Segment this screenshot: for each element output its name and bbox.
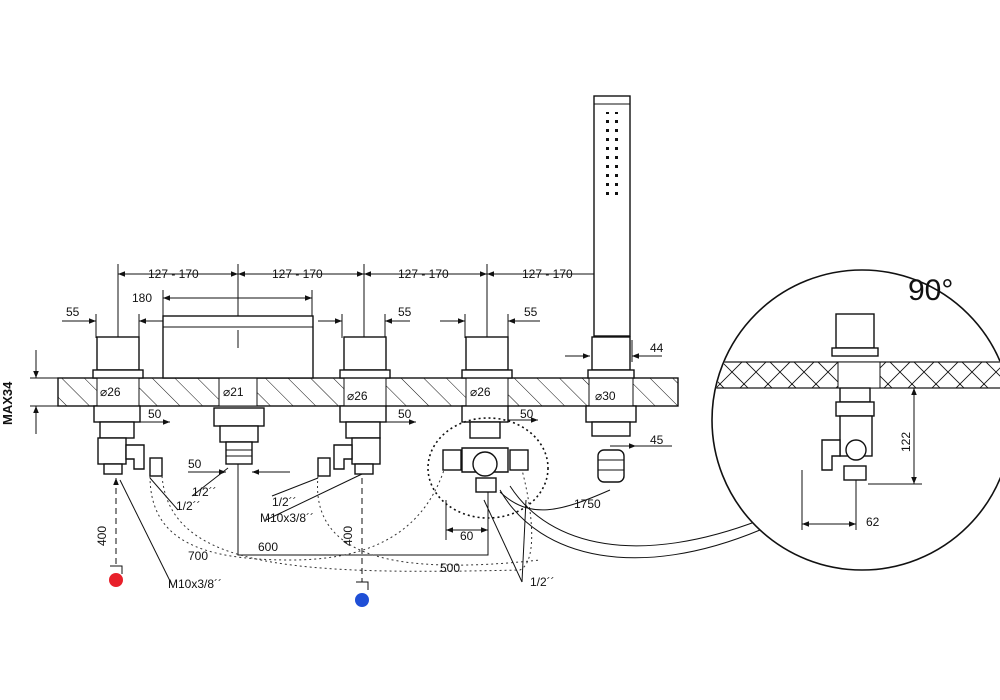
dim-50-d: 50 <box>188 457 202 471</box>
width-55-left: 55 <box>66 305 80 319</box>
thread-callouts: 1/2´´ 1/2´´ 1/2´´ M10x3/8´´ M10x3/8´´ 1/… <box>119 467 555 591</box>
diameter-26-right: ⌀26 <box>470 385 491 399</box>
dim-50-b: 50 <box>398 407 412 421</box>
dim-700: 700 <box>188 549 208 563</box>
rotation-angle-label: 90° <box>908 274 953 307</box>
detail-dim-122: 122 <box>899 432 913 452</box>
dim-600: 600 <box>258 540 278 554</box>
thread-half-d: 1/2´´ <box>530 575 555 589</box>
detail-dim-62: 62 <box>866 515 880 529</box>
under-deck-valves <box>93 405 637 493</box>
cold-water-dot <box>355 593 369 607</box>
diameter-30: ⌀30 <box>595 389 616 403</box>
width-55-right: 55 <box>524 305 538 319</box>
diameter-26-left: ⌀26 <box>100 385 121 399</box>
thread-half-b: 1/2´´ <box>176 499 201 513</box>
deck-surface <box>57 377 679 407</box>
hand-shower <box>593 95 631 337</box>
dim-50-a: 50 <box>148 407 162 421</box>
leg-400-right: 400 <box>341 526 355 546</box>
leg-400-left: 400 <box>95 526 109 546</box>
dim-60: 60 <box>460 529 474 543</box>
spacing-label-4: 127 - 170 <box>522 267 573 281</box>
under-deck-dimensions: 50 50 50 50 45 60 <box>140 407 672 543</box>
dim-500: 500 <box>440 561 460 575</box>
piping: 600 700 500 1750 <box>149 464 761 575</box>
width-180-label: 180 <box>132 291 152 305</box>
spacing-label-2: 127 - 170 <box>272 267 323 281</box>
tap-handles <box>92 315 635 379</box>
hot-water-dot <box>109 573 123 587</box>
thread-half-c: 1/2´´ <box>272 495 297 509</box>
supply-legs: 400 400 <box>95 478 369 607</box>
width-55-mid: 55 <box>398 305 412 319</box>
max34-label: MAX34 <box>0 381 15 425</box>
diameter-26-mid: ⌀26 <box>347 389 368 403</box>
spacing-dimensions: 127 - 170 127 - 170 127 - 170 127 - 170 … <box>62 264 664 362</box>
detail-view: 122 62 90° <box>711 269 1000 571</box>
thread-m10-right: M10x3/8´´ <box>260 511 314 525</box>
spacing-label-1: 127 - 170 <box>148 267 199 281</box>
max34-dimension: MAX34 <box>0 350 58 434</box>
thread-half-a: 1/2´´ <box>192 485 217 499</box>
dim-50-c: 50 <box>520 407 534 421</box>
spacing-label-3: 127 - 170 <box>398 267 449 281</box>
hose-length-1750: 1750 <box>574 497 601 511</box>
dim-45: 45 <box>650 433 664 447</box>
width-44-label: 44 <box>650 341 664 355</box>
diameter-21: ⌀21 <box>223 385 244 399</box>
thread-m10-left: M10x3/8´´ <box>168 577 222 591</box>
